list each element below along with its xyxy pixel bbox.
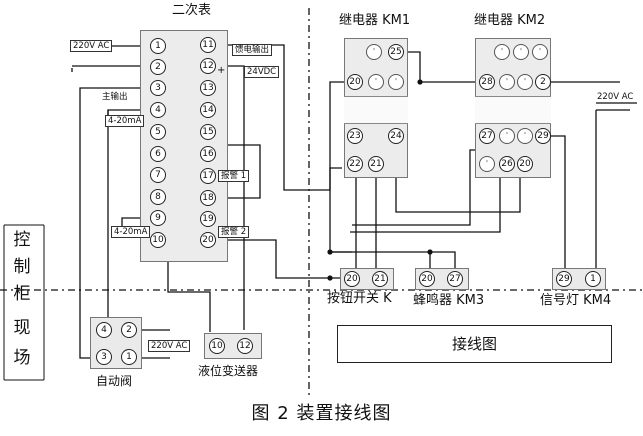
main-output-label: 主输出 <box>102 92 128 102</box>
km2-terminal-2: 2 <box>535 74 551 90</box>
km2-terminal-top-blank-b <box>513 44 529 60</box>
valve-terminal-4: 4 <box>96 322 112 338</box>
terminal-4: 4 <box>150 102 166 118</box>
button-switch-label: 按钮开关 K <box>327 291 392 306</box>
feed-voltage-label: 24VDC <box>244 66 280 78</box>
km1-terminal-mid-blank-a <box>368 74 384 90</box>
valve-power-label: 220V AC <box>148 340 191 352</box>
lamp-terminal-1: 1 <box>585 271 601 287</box>
km1-terminal-mid-blank-b <box>388 74 404 90</box>
terminal-11: 11 <box>200 37 216 53</box>
side-label-control-cabinet-3: 柜 <box>13 284 31 304</box>
signal-lamp-label: 信号灯 KM4 <box>540 293 612 308</box>
relay-km2-title: 继电器 KM2 <box>474 13 546 28</box>
terminal-15: 15 <box>200 124 216 140</box>
km1-terminal-25: 25 <box>388 44 404 60</box>
terminal-5: 5 <box>150 124 166 140</box>
terminal-19: 19 <box>200 211 216 227</box>
terminal-16: 16 <box>200 146 216 162</box>
km1-terminal-23: 23 <box>347 128 363 144</box>
button-terminal-21: 21 <box>372 271 388 287</box>
auto-valve-label: 自动阀 <box>96 374 133 388</box>
alarm1-label: 报警 1 <box>218 170 250 182</box>
terminal-14: 14 <box>200 102 216 118</box>
km2-terminal-top-blank-c <box>532 44 548 60</box>
km1-terminal-top-blank <box>366 44 382 60</box>
km2-terminal-29: 29 <box>535 128 551 144</box>
km1-terminal-21: 21 <box>368 156 384 172</box>
relay-km1-title: 继电器 KM1 <box>339 13 411 28</box>
km2-terminal-26: 26 <box>499 156 515 172</box>
terminal-6: 6 <box>150 146 166 162</box>
side-label-control-cabinet-1: 控 <box>13 230 31 250</box>
terminal-17: 17 <box>200 168 216 184</box>
km2-terminal-mid-blank-a <box>499 74 515 90</box>
terminal-18: 18 <box>200 190 216 206</box>
current-label-b: 4-20mA <box>111 226 151 238</box>
buzzer-terminal-20: 20 <box>419 271 435 287</box>
terminal-9: 9 <box>150 210 166 226</box>
feed-output-label: 馈电输出 <box>232 44 273 56</box>
valve-terminal-2: 2 <box>121 322 137 338</box>
terminal-8: 8 <box>150 189 166 205</box>
buzzer-label: 蜂鸣器 KM3 <box>413 293 485 308</box>
button-terminal-20: 20 <box>344 271 360 287</box>
km2-terminal-27: 27 <box>479 128 495 144</box>
km1-terminal-24: 24 <box>388 128 404 144</box>
valve-terminal-1: 1 <box>121 349 137 365</box>
terminal-10: 10 <box>150 232 166 248</box>
km1-terminal-22: 22 <box>347 156 363 172</box>
transmitter-terminal-12: 12 <box>237 338 253 354</box>
side-label-control-cabinet-2: 制 <box>13 257 31 277</box>
alarm2-label: 报警 2 <box>218 226 250 238</box>
terminal-12: 12 <box>200 58 216 74</box>
relay-km2-band <box>475 96 551 124</box>
instrument-title: 二次表 <box>172 3 212 18</box>
lamp-terminal-29: 29 <box>556 271 572 287</box>
power-label-instrument: 220V AC <box>70 40 113 52</box>
terminal-1: 1 <box>150 38 166 54</box>
level-transmitter-label: 液位变送器 <box>198 364 259 378</box>
km2-terminal-bottom-blank-a <box>499 128 515 144</box>
km2-terminal-mid-blank-b <box>517 74 533 90</box>
plus-sign: + <box>217 65 226 76</box>
terminal-2: 2 <box>150 59 166 75</box>
right-power-label: 220V AC <box>597 92 634 102</box>
buzzer-terminal-27: 27 <box>447 271 463 287</box>
current-label-a: 4-20mA <box>105 115 145 127</box>
relay-km1-band <box>344 96 408 124</box>
valve-terminal-3: 3 <box>96 349 112 365</box>
wiring-diagram-box: 接线图 <box>337 325 612 363</box>
km2-terminal-top-blank-a <box>494 44 510 60</box>
km1-terminal-20: 20 <box>347 74 363 90</box>
figure-caption: 图 2 装置接线图 <box>251 403 392 424</box>
km2-terminal-bottom-blank-c <box>479 156 495 172</box>
km2-terminal-28: 28 <box>479 74 495 90</box>
km2-terminal-20: 20 <box>517 156 533 172</box>
side-label-field-2: 场 <box>13 348 31 368</box>
km2-terminal-bottom-blank-b <box>517 128 533 144</box>
terminal-13: 13 <box>200 80 216 96</box>
side-label-field-1: 现 <box>13 318 31 338</box>
terminal-7: 7 <box>150 167 166 183</box>
terminal-20: 20 <box>200 232 216 248</box>
transmitter-terminal-10: 10 <box>209 338 225 354</box>
terminal-3: 3 <box>150 80 166 96</box>
